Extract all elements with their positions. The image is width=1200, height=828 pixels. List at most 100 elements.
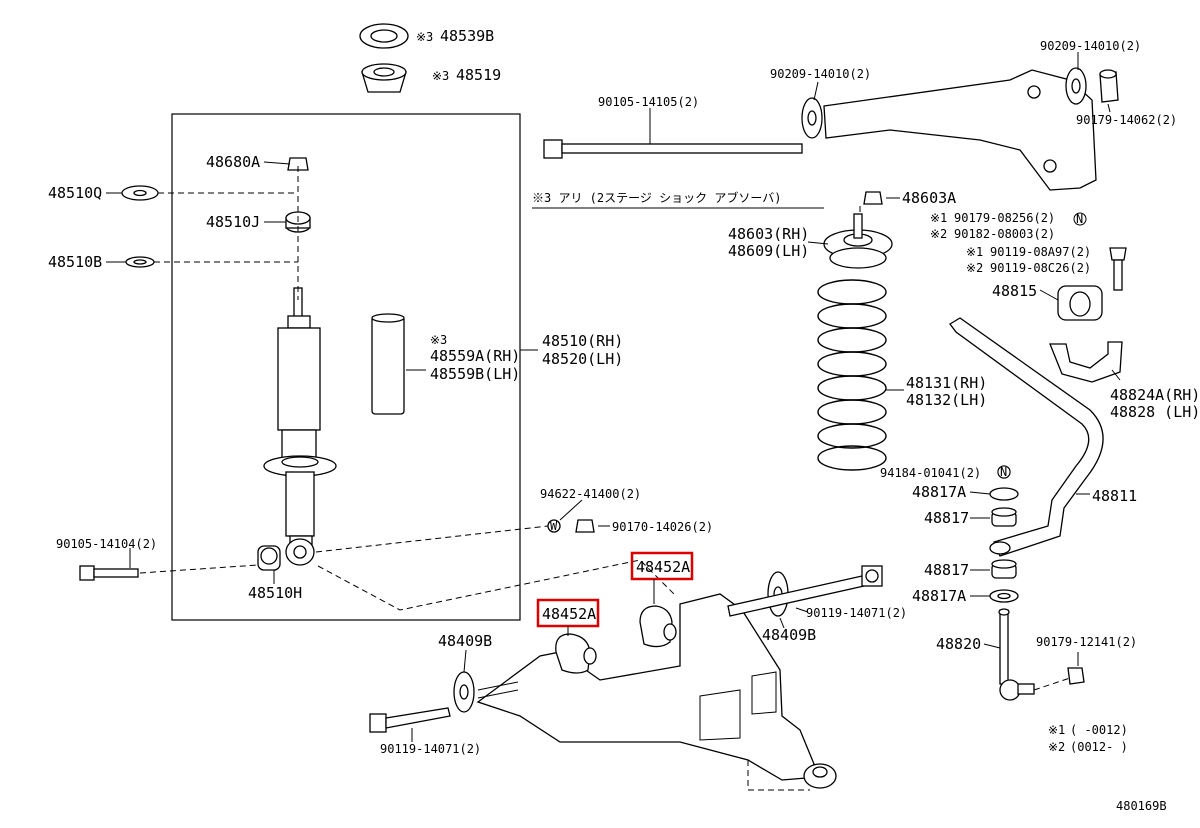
label-90209-14010-b: 90209-14010(2) bbox=[1040, 39, 1141, 53]
stabilizer-bar-48811 bbox=[949, 317, 1104, 557]
label-90119-08A97-mark: ※1 bbox=[966, 245, 983, 259]
label-48817A-top: 48817A bbox=[912, 483, 966, 501]
label-48452A-right: 48452A bbox=[636, 558, 690, 576]
label-48409B-right: 48409B bbox=[762, 626, 816, 644]
label-48817-top: 48817 bbox=[924, 509, 969, 527]
nut-90179-14062 bbox=[1099, 69, 1119, 103]
label-48510B: 48510B bbox=[48, 253, 102, 271]
retainer-48817A-bot bbox=[989, 589, 1019, 603]
label-48820: 48820 bbox=[936, 635, 981, 653]
cushion-48519 bbox=[361, 63, 407, 93]
spring-seat-48603 bbox=[823, 213, 893, 269]
label-90105-14105: 90105-14105(2) bbox=[598, 95, 699, 109]
bolt-90105-14105 bbox=[543, 139, 803, 159]
link-48820 bbox=[998, 608, 1035, 701]
svg-text:N: N bbox=[1076, 212, 1083, 226]
label-48603RH: 48603(RH) bbox=[728, 225, 809, 243]
washer-48510Q bbox=[121, 185, 159, 201]
washer-90209-a bbox=[801, 97, 823, 139]
legend-2-text: (0012- ) bbox=[1070, 740, 1128, 754]
label-48603A: 48603A bbox=[902, 189, 956, 207]
label-94622-41400: 94622-41400(2) bbox=[540, 487, 641, 501]
bushing-48815 bbox=[1057, 285, 1103, 321]
label-48559-mark: ※3 bbox=[430, 333, 447, 347]
bushing-48817-bot bbox=[991, 559, 1017, 579]
note-two-stage-shock: ※3 アリ (2ステージ ショック アブソーバ) bbox=[532, 190, 781, 205]
highlight-48452A-right bbox=[630, 551, 694, 581]
boot-48559 bbox=[371, 313, 405, 415]
label-90182-mark: ※2 bbox=[930, 227, 947, 241]
nut-48603A bbox=[863, 191, 883, 205]
n-mark-icon: N bbox=[1073, 212, 1087, 226]
legend-1-text: ( -0012) bbox=[1070, 723, 1128, 737]
label-90119-14071-left: 90119-14071(2) bbox=[380, 742, 481, 756]
bushing-48452A-left bbox=[555, 633, 597, 674]
legend-1-mark: ※1 bbox=[1048, 723, 1065, 737]
label-90179-12141: 90179-12141(2) bbox=[1036, 635, 1137, 649]
label-48559A: 48559A(RH) bbox=[430, 347, 520, 365]
label-48519: 48519 bbox=[456, 66, 501, 84]
label-48510Q: 48510Q bbox=[48, 184, 102, 202]
label-90182-08003: 90182-08003(2) bbox=[954, 227, 1055, 241]
label-48539B-mark: ※3 bbox=[416, 30, 433, 44]
nut-90179-12141 bbox=[1067, 667, 1085, 685]
label-48131: 48131(RH) bbox=[906, 374, 987, 392]
label-48510J: 48510J bbox=[206, 213, 260, 231]
label-90209-14010-a: 90209-14010(2) bbox=[770, 67, 871, 81]
bushing-48452A-right bbox=[639, 605, 677, 648]
label-90119-14071-right: 90119-14071(2) bbox=[806, 606, 907, 620]
washer-48510B bbox=[125, 256, 155, 268]
label-48817A-bot: 48817A bbox=[912, 587, 966, 605]
bushing-48510H bbox=[257, 545, 281, 571]
svg-text:W: W bbox=[550, 519, 558, 533]
lower-control-arm bbox=[476, 593, 837, 789]
label-90119-08C26: 90119-08C26(2) bbox=[990, 261, 1091, 275]
upper-control-arm bbox=[823, 69, 1097, 191]
label-48510RH: 48510(RH) bbox=[542, 332, 623, 350]
bracket-48824A bbox=[1049, 341, 1123, 383]
bushing-48817-top bbox=[991, 507, 1017, 527]
bolt-90119-14071-left bbox=[369, 681, 519, 733]
label-48811: 48811 bbox=[1092, 487, 1137, 505]
label-48824A: 48824A(RH) bbox=[1110, 386, 1200, 404]
label-48559B: 48559B(LH) bbox=[430, 365, 520, 383]
label-48452A-left: 48452A bbox=[542, 605, 596, 623]
label-90119-08C26-mark: ※2 bbox=[966, 261, 983, 275]
n-mark-icon-2: N bbox=[997, 465, 1011, 479]
label-90119-08A97: 90119-08A97(2) bbox=[990, 245, 1091, 259]
nut-90170 bbox=[575, 519, 595, 533]
label-48510H: 48510H bbox=[248, 584, 302, 602]
label-90179-08256: 90179-08256(2) bbox=[954, 211, 1055, 225]
label-90170-14026: 90170-14026(2) bbox=[612, 520, 713, 534]
label-90105-14104: 90105-14104(2) bbox=[56, 537, 157, 551]
shock-absorber-body bbox=[263, 287, 337, 566]
washer-94622: W bbox=[547, 519, 561, 533]
label-48520LH: 48520(LH) bbox=[542, 350, 623, 368]
label-48409B-left: 48409B bbox=[438, 632, 492, 650]
label-48828: 48828 (LH) bbox=[1110, 403, 1200, 421]
label-48815: 48815 bbox=[992, 282, 1037, 300]
washer-48539B bbox=[359, 23, 409, 49]
label-48132: 48132(LH) bbox=[906, 391, 987, 409]
cam-plate-48409B-left bbox=[453, 671, 475, 713]
shock-assembly-box bbox=[171, 113, 521, 621]
retainer-48817A-top bbox=[989, 487, 1019, 501]
nut-48680A bbox=[287, 157, 309, 171]
svg-text:N: N bbox=[1000, 465, 1007, 479]
label-90179-14062: 90179-14062(2) bbox=[1076, 113, 1177, 127]
label-48539B: 48539B bbox=[440, 27, 494, 45]
legend-2-mark: ※2 bbox=[1048, 740, 1065, 754]
label-90179-08256-mark: ※1 bbox=[930, 211, 947, 225]
label-48817-bot: 48817 bbox=[924, 561, 969, 579]
diagram-id: 480169B bbox=[1116, 799, 1167, 813]
coil-spring-48131 bbox=[817, 279, 887, 471]
bolt-90119-14071-right bbox=[727, 565, 883, 617]
washer-90209-b bbox=[1065, 67, 1087, 105]
label-48609LH: 48609(LH) bbox=[728, 242, 809, 260]
bolt-90119-08 bbox=[1109, 247, 1127, 291]
bolt-90105-14104 bbox=[79, 565, 139, 581]
label-48519-mark: ※3 bbox=[432, 69, 449, 83]
label-94184-01041: 94184-01041(2) bbox=[880, 466, 981, 480]
label-48680A: 48680A bbox=[206, 153, 260, 171]
